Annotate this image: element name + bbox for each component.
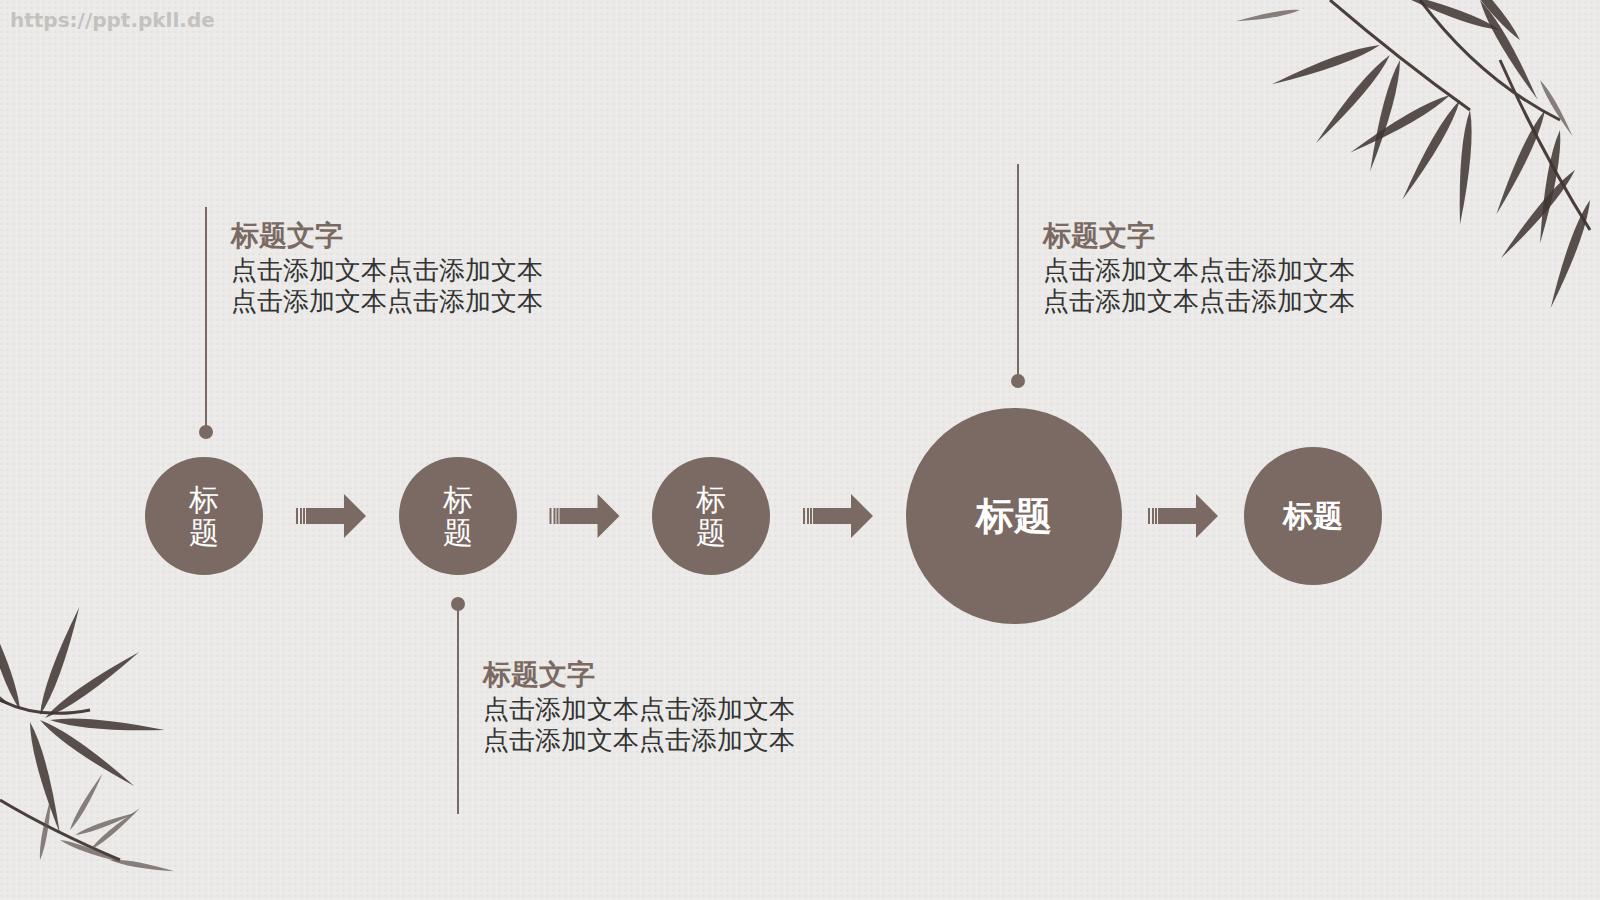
callout-title: 标题文字 [483, 658, 595, 692]
callout-title: 标题文字 [1043, 219, 1155, 253]
step-title: 标题 [189, 483, 219, 549]
callout-text: 点击添加文本点击添加文本 点击添加文本点击添加文本 [483, 694, 800, 756]
step-title: 标题 [1283, 496, 1343, 537]
block-arrow [296, 494, 366, 538]
callout-text: 点击添加文本点击添加文本 点击添加文本点击添加文本 [231, 255, 548, 317]
step-circle: 标题 [145, 457, 263, 575]
callout-text: 点击添加文本点击添加文本 点击添加文本点击添加文本 [1043, 255, 1360, 317]
step-circle: 标题 [652, 457, 770, 575]
block-arrow [1148, 494, 1218, 538]
block-arrow [550, 494, 620, 538]
step-title: 标题 [976, 491, 1052, 542]
watermark: https://ppt.pkll.de [10, 8, 215, 32]
leader-lines [200, 164, 1024, 814]
step-title: 标题 [443, 483, 473, 549]
step-circle: 标题 [1244, 447, 1382, 585]
block-arrow [803, 494, 873, 538]
step-title: 标题 [696, 483, 726, 549]
callout-title: 标题文字 [231, 219, 343, 253]
step-circle: 标题 [906, 408, 1122, 624]
step-circle: 标题 [399, 457, 517, 575]
bamboo-bottom-left [0, 600, 174, 873]
